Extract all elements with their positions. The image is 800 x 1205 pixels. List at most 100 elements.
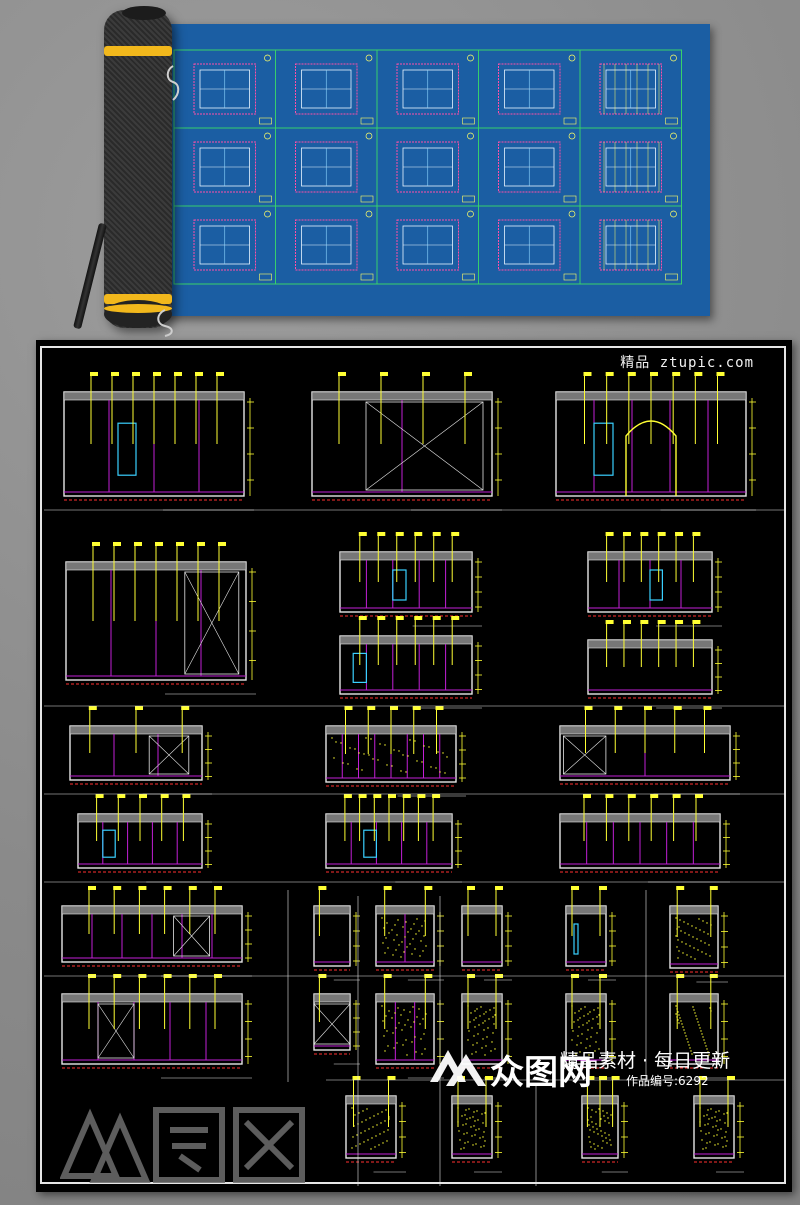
- glass-panel: [117, 422, 137, 476]
- stone-texture-dot: [420, 1038, 422, 1040]
- stone-texture-dot: [362, 1110, 364, 1112]
- material-tag: [672, 794, 681, 798]
- stone-texture-dot: [689, 945, 691, 947]
- stone-texture-dot: [385, 1109, 387, 1111]
- glass-panel: [392, 569, 407, 601]
- stone-texture-dot: [410, 1026, 412, 1028]
- stone-texture-dot: [693, 947, 695, 949]
- material-tag: [485, 1076, 493, 1080]
- stone-texture-dot: [369, 1117, 371, 1119]
- stone-texture-dot: [354, 748, 356, 750]
- stone-texture-dot: [368, 754, 370, 756]
- glass-panel: [593, 422, 614, 476]
- material-tag: [414, 616, 423, 620]
- stone-texture-dot: [392, 1032, 394, 1034]
- elevation-drawing: [339, 616, 482, 709]
- stone-texture-dot: [608, 1134, 610, 1136]
- stone-texture-dot: [383, 1035, 385, 1037]
- stone-texture-dot: [381, 917, 383, 919]
- ceiling-section: [565, 905, 607, 915]
- stone-texture-dot: [682, 952, 684, 954]
- material-tag: [132, 372, 140, 376]
- stone-texture-dot: [494, 1014, 496, 1016]
- stone-texture-dot: [577, 1035, 579, 1037]
- stone-texture-dot: [703, 1115, 705, 1117]
- stone-texture-dot: [494, 1048, 496, 1050]
- material-tag: [622, 532, 631, 536]
- stone-texture-dot: [423, 1033, 425, 1035]
- elevation-drawing: [669, 886, 728, 983]
- elevation-drawing: [587, 532, 722, 627]
- stone-texture-dot: [493, 1007, 495, 1009]
- stone-texture-dot: [386, 1140, 388, 1142]
- stone-texture-dot: [589, 1045, 591, 1047]
- material-tag: [695, 794, 703, 798]
- elevation-drawing: [461, 886, 512, 981]
- elevation-drawing: [311, 372, 502, 511]
- stone-texture-dot: [490, 1050, 492, 1052]
- drawing-number-marker: [467, 54, 474, 62]
- drawing-number-marker: [568, 210, 576, 218]
- material-tag: [414, 532, 423, 536]
- stone-texture-dot: [485, 1045, 487, 1047]
- stone-texture-dot: [376, 1124, 378, 1126]
- title-block-marker: [462, 117, 475, 125]
- material-tag: [138, 886, 147, 890]
- stone-texture-dot: [586, 1038, 588, 1040]
- floor-plan-outline: [193, 63, 256, 115]
- stone-texture-dot: [491, 1041, 493, 1043]
- stone-texture-dot: [442, 752, 444, 754]
- stone-texture-dot: [398, 944, 400, 946]
- stone-texture-dot: [684, 932, 686, 934]
- stone-texture-dot: [478, 1128, 480, 1130]
- stone-texture-dot: [404, 1024, 406, 1026]
- stone-texture-dot: [403, 1009, 405, 1011]
- title-block-marker: [563, 117, 577, 125]
- stone-texture-dot: [374, 1146, 376, 1148]
- stone-texture-dot: [707, 1051, 709, 1053]
- material-tag: [584, 706, 593, 710]
- material-tag: [181, 706, 190, 710]
- stone-texture-dot: [717, 1143, 719, 1145]
- stone-texture-dot: [470, 1012, 472, 1014]
- elevation-drawing: [313, 974, 360, 1065]
- stone-texture-dot: [706, 922, 708, 924]
- material-tag: [195, 372, 203, 376]
- ceiling-section: [313, 905, 351, 915]
- opening-cross: [365, 401, 484, 491]
- title-block-marker: [665, 117, 678, 125]
- material-tag: [672, 372, 681, 376]
- stone-texture-dot: [473, 1125, 475, 1127]
- stone-texture-dot: [590, 1036, 592, 1038]
- stone-texture-dot: [705, 1133, 707, 1135]
- material-tag: [358, 794, 367, 798]
- opening-cross: [563, 735, 607, 775]
- ceiling-section: [461, 993, 503, 1003]
- stone-texture-dot: [468, 1108, 470, 1110]
- stone-texture-dot: [589, 1141, 591, 1143]
- stone-texture-dot: [467, 1141, 469, 1143]
- title-block-marker: [360, 117, 374, 125]
- stone-texture-dot: [401, 941, 403, 943]
- drawing-number-marker: [568, 54, 576, 62]
- title-block-marker: [259, 273, 272, 281]
- material-tag: [699, 1076, 707, 1080]
- stone-texture-dot: [385, 1015, 387, 1017]
- stone-texture-dot: [382, 1020, 384, 1022]
- stone-texture-dot: [407, 931, 409, 933]
- stone-texture-dot: [470, 1126, 472, 1128]
- stone-texture-dot: [715, 1125, 717, 1127]
- stone-texture-dot: [459, 1139, 461, 1141]
- material-tag: [605, 794, 614, 798]
- watermark-logo: 众图网: [430, 1050, 592, 1093]
- stone-texture-dot: [400, 1014, 402, 1016]
- ceiling-section: [461, 905, 503, 915]
- stone-texture-dot: [687, 1041, 689, 1043]
- stone-texture-dot: [477, 1119, 479, 1121]
- stone-texture-dot: [387, 1129, 389, 1131]
- stone-texture-dot: [578, 1010, 580, 1012]
- stone-texture-dot: [708, 944, 710, 946]
- stone-texture-dot: [472, 1116, 474, 1118]
- stone-texture-dot: [589, 1011, 591, 1013]
- stone-texture-dot: [586, 1022, 588, 1024]
